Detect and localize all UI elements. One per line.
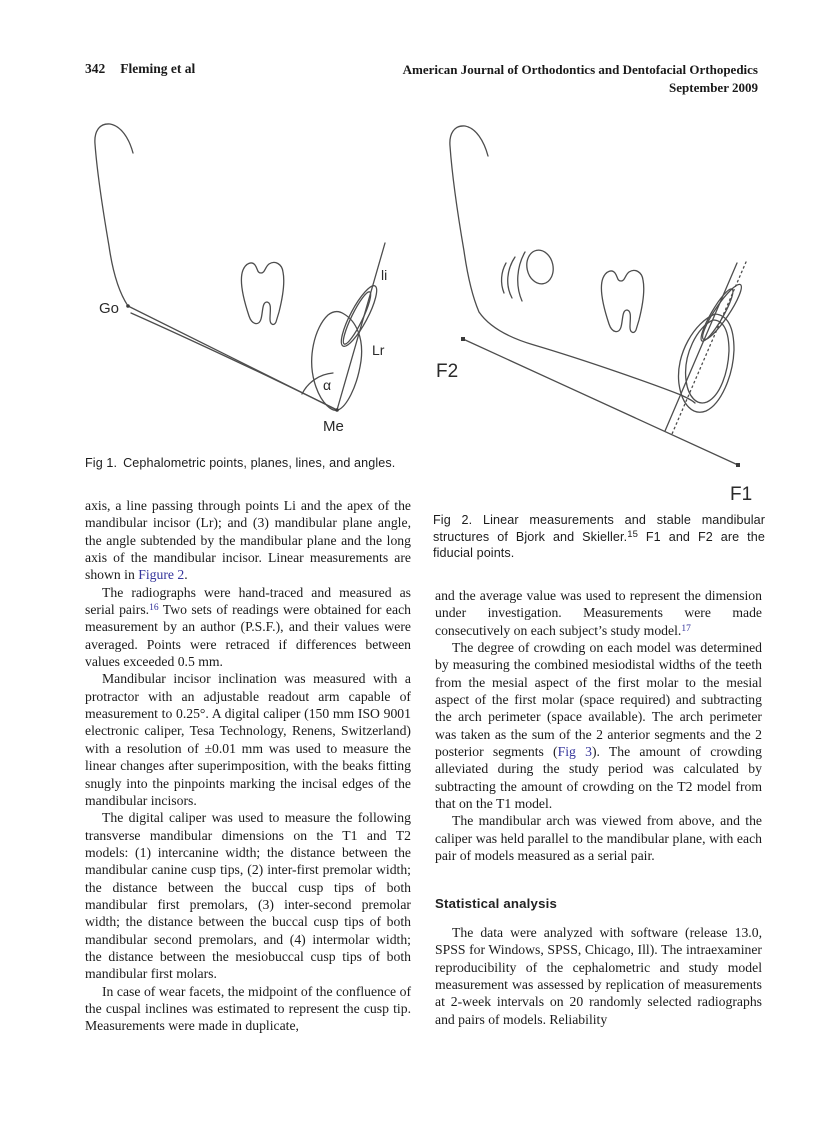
menton-point: [335, 408, 339, 412]
incisor-outline: [340, 285, 378, 347]
paragraph: The digital caliper was used to measure …: [85, 809, 411, 982]
label-me: Me: [323, 418, 344, 435]
mandible-ramus-outline: [94, 123, 134, 307]
stable-structure-oval: [526, 249, 554, 285]
journal-title: American Journal of Orthodontics and Den…: [402, 62, 758, 77]
stable-structure-arc-2: [517, 251, 526, 302]
text-segment: Mandibular incisor inclination was measu…: [85, 671, 411, 808]
text-segment: F1 and F2 are the fiducial points.: [433, 529, 765, 561]
incisor-axis-line: [664, 262, 738, 432]
label-lr: Lr: [372, 342, 385, 358]
page-number: 342: [85, 61, 106, 76]
symphysis-outline-inner: [684, 319, 730, 404]
angle-arc: [301, 372, 334, 395]
mandible-outline: [449, 125, 696, 404]
section-heading-statistical-analysis: Statistical analysis: [435, 895, 558, 911]
incisor-outline: [702, 283, 742, 341]
incisor-axis-line: [336, 242, 386, 411]
label-alpha: α: [323, 377, 331, 393]
paragraph: axis, a line passing through points Li a…: [85, 497, 411, 584]
running-authors: Fleming et al: [120, 61, 196, 76]
paragraph: The data were analyzed with software (re…: [435, 924, 762, 1028]
label-go: Go: [99, 300, 119, 317]
citation-reference-link[interactable]: 16: [149, 603, 159, 614]
running-head-right: American Journal of Orthodontics and Den…: [403, 61, 758, 96]
paragraph: Fig 2. Linear measurements and stable ma…: [433, 512, 765, 562]
figure-1-caption-label: Fig 1.: [85, 456, 118, 470]
text-segment: The degree of crowding on each model was…: [435, 640, 762, 760]
text-segment: The digital caliper was used to measure …: [85, 810, 411, 982]
right-column: and the average value was used to repres…: [435, 587, 762, 1028]
paragraph: The degree of crowding on each model was…: [435, 639, 762, 812]
incisor-axis-dotted-line: [671, 261, 747, 435]
fiducial-point-f1: [736, 463, 740, 467]
figure-1-caption: Fig 1. Cephalometric points, planes, line…: [85, 455, 411, 472]
text-segment: The data were analyzed with software (re…: [435, 924, 762, 1027]
left-column: axis, a line passing through points Li a…: [85, 497, 411, 1035]
text-segment: .: [184, 567, 188, 583]
text-segment: and the average value was used to repres…: [435, 588, 762, 638]
molar-outline: [600, 269, 645, 334]
mandible-lower-border: [130, 312, 336, 410]
paragraph: Mandibular incisor inclination was measu…: [85, 670, 411, 809]
paragraph: The mandibular arch was viewed from abov…: [435, 812, 762, 864]
figure-reference-link[interactable]: Figure 2: [138, 567, 185, 583]
citation-reference-link[interactable]: 17: [681, 623, 691, 634]
journal-issue: September 2009: [669, 79, 758, 95]
running-head-left: 342 Fleming et al: [85, 61, 195, 77]
paragraph: and the average value was used to repres…: [435, 587, 762, 639]
incisor-inner-outline: [342, 291, 372, 345]
molar-outline: [240, 261, 285, 326]
text-segment: ). The amount of crowding alleviated dur…: [435, 744, 762, 812]
right-column-top: and the average value was used to repres…: [435, 587, 762, 865]
figure-1-drawing: Go li Lr α Me: [94, 123, 387, 435]
fiducial-line: [462, 338, 739, 466]
figure-2-caption: Fig 2. Linear measurements and stable ma…: [433, 512, 765, 562]
symphysis-outline: [311, 310, 363, 411]
citation-superscript: 15: [627, 528, 638, 540]
gonion-point: [126, 304, 130, 308]
text-segment: Two sets of readings were obtained for e…: [85, 602, 411, 670]
figure-2: F2 F1 Fig 2. Linear measurements and sta…: [433, 116, 765, 562]
text-segment: Fig 2. Linear measurements and stable ma…: [433, 513, 765, 544]
label-f1: F1: [730, 484, 752, 505]
text-segment: The radiographs were hand-traced and mea…: [85, 584, 411, 618]
text-segment: The mandibular arch was viewed from abov…: [435, 813, 762, 864]
paragraph: In case of wear facets, the midpoint of …: [85, 983, 411, 1035]
figure-2-drawing: F2 F1: [436, 125, 752, 505]
figure-1-caption-text: Cephalometric points, planes, lines, and…: [123, 456, 396, 470]
stable-structure-arc-1: [507, 256, 516, 299]
symphysis-outline-outer: [677, 313, 735, 413]
text-segment: In case of wear facets, the midpoint of …: [85, 983, 411, 1034]
fiducial-point-f2: [461, 337, 465, 341]
label-f2: F2: [436, 361, 458, 382]
figure-reference-link[interactable]: Fig 3: [557, 744, 592, 760]
stable-structure-arc-3: [500, 262, 507, 294]
figure-1: Go li Lr α Me Fig 1. Cephalometric points…: [85, 116, 411, 472]
right-column-bottom: The data were analyzed with software (re…: [435, 924, 762, 1028]
label-li: li: [381, 267, 387, 283]
text-segment: axis, a line passing through points Li a…: [85, 498, 411, 583]
paragraph: The radiographs were hand-traced and mea…: [85, 584, 411, 671]
